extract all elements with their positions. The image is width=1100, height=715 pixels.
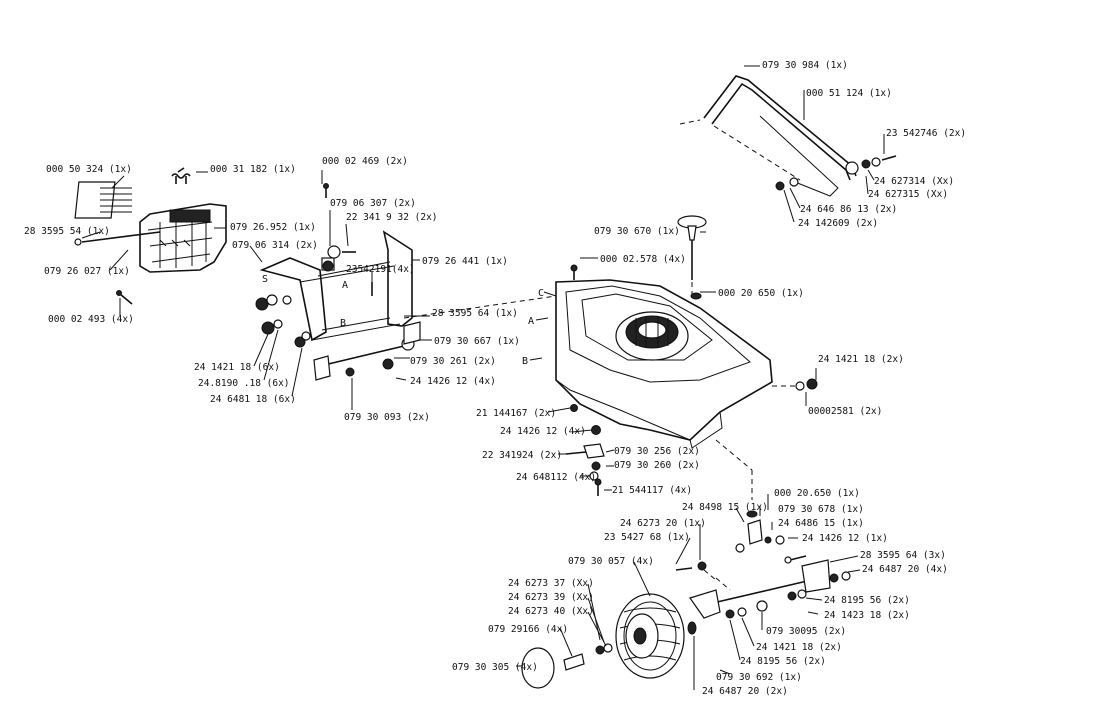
part-label: 079 30 261 (2x): [410, 356, 496, 367]
part-label: 000 20 650 (1x): [718, 288, 804, 299]
part-label: 079 26.952 (1x): [230, 222, 316, 233]
part-label: 079 30095 (2x): [766, 626, 846, 637]
part-label: 24 1421 18 (6x): [194, 362, 280, 373]
part-label: 24 627315 (Xx): [868, 189, 948, 200]
part-label: 24 6487 20 (4x): [862, 564, 948, 575]
part-label: 24 1426 12 (4x): [500, 426, 586, 437]
part-label: 24 6487 20 (2x): [702, 686, 788, 697]
part-label: 24 142609 (2x): [798, 218, 878, 229]
marker-a-bracket: A: [342, 280, 348, 291]
part-label: 079 30 256 (2x): [614, 446, 700, 457]
part-label: 079 30 670 (1x): [594, 226, 680, 237]
handle-bracket-assembly: [249, 170, 557, 410]
part-label: 079 30 667 (1x): [434, 336, 520, 347]
part-label: 23 542746 (2x): [886, 128, 966, 139]
part-label: 24 1421 18 (2x): [756, 642, 842, 653]
part-label: 28 3595 64 (1x): [432, 308, 518, 319]
part-label: 079 29166 (4x): [488, 624, 568, 635]
part-label: 24 627314 (Xx): [874, 176, 954, 187]
part-label: 000 02 469 (2x): [322, 156, 408, 167]
mower-deck: [529, 215, 818, 500]
part-label: 079 30 093 (2x): [344, 412, 430, 423]
part-label: 000 51 124 (1x): [806, 88, 892, 99]
part-label: 000 02.578 (4x): [600, 254, 686, 265]
marker-b-bracket: B: [340, 318, 346, 329]
part-label: 22 341924 (2x): [482, 450, 562, 461]
part-label: 24 646 86 13 (2x): [800, 204, 897, 215]
part-label: 21 544117 (4x): [612, 485, 692, 496]
part-label: 22 341 9 32 (2x): [346, 212, 438, 223]
part-label: 000 02 493 (4x): [48, 314, 134, 325]
part-label: 079 30 678 (1x): [778, 504, 864, 515]
part-label: 24 1421 18 (2x): [818, 354, 904, 365]
part-label: 23 5427 68 (1x): [604, 532, 690, 543]
part-label: 24 1423 18 (2x): [824, 610, 910, 621]
part-label: 079 06 307 (2x): [330, 198, 416, 209]
handle-bar-assembly: [679, 65, 897, 223]
part-label: 24 8195 56 (2x): [740, 656, 826, 667]
part-label: 079 26 441 (1x): [422, 256, 508, 267]
part-label: 24 1426 12 (4x): [410, 376, 496, 387]
part-label: 24 6273 39 (Xx): [508, 592, 594, 603]
rear-axle-assembly: [516, 494, 861, 690]
part-label: 079 26 027 (1x): [44, 266, 130, 277]
marker-a: A: [528, 316, 534, 327]
part-label: 24 8498 15 (1x): [682, 502, 768, 513]
part-label: 079 30 692 (1x): [716, 672, 802, 683]
part-label: 21 144167 (2x): [476, 408, 556, 419]
part-label: 28 3595 64 (3x): [860, 550, 946, 561]
part-label: 28 3595 54 (1x): [24, 226, 110, 237]
part-label: 000 50 324 (1x): [46, 164, 132, 175]
part-label: 24 1426 12 (1x): [802, 533, 888, 544]
part-labels: 000 50 324 (1x) 000 31 182 (1x) 28 3595 …: [24, 60, 966, 697]
part-label: 23542191(4x): [346, 264, 415, 275]
marker-s: S: [262, 274, 268, 285]
part-label: 079 30 305 (4x): [452, 662, 538, 673]
part-label: 000 31 182 (1x): [210, 164, 296, 175]
part-label: 079 30 984 (1x): [762, 60, 848, 71]
part-label: 24.8190 .18 (6x): [198, 378, 290, 389]
part-label: 000 20.650 (1x): [774, 488, 860, 499]
part-label: 24 6273 40 (Xx): [508, 606, 594, 617]
part-label: 24 6273 37 (Xx): [508, 578, 594, 589]
marker-b: B: [522, 356, 528, 367]
part-label: 079 30 057 (4x): [568, 556, 654, 567]
rear-flap-assembly: [74, 167, 227, 316]
part-label: 24 648112 (4x): [516, 472, 596, 483]
part-label: 24 6273 20 (1x): [620, 518, 706, 529]
part-label: 24 6481 18 (6x): [210, 394, 296, 405]
part-label: 24 6486 15 (1x): [778, 518, 864, 529]
part-label: 00002581 (2x): [808, 406, 882, 417]
part-label: 24 8195 56 (2x): [824, 595, 910, 606]
part-label: 079 30 260 (2x): [614, 460, 700, 471]
part-label: 079 06 314 (2x): [232, 240, 318, 251]
marker-c: C: [538, 288, 544, 299]
